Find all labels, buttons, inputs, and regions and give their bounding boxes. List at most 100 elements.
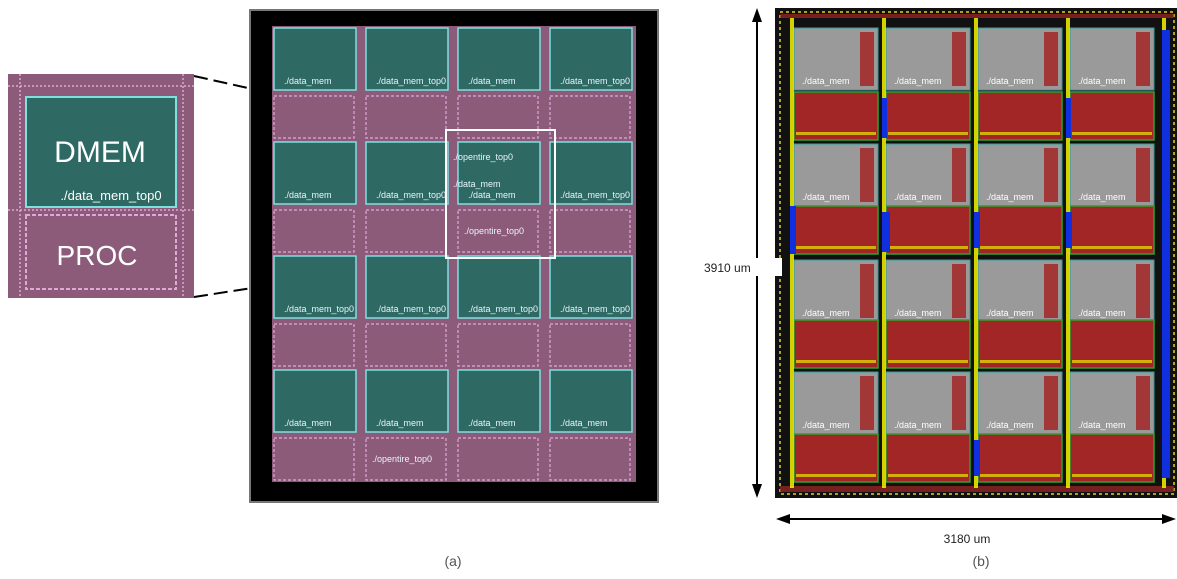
mem-block — [549, 141, 633, 205]
mem-block — [549, 27, 633, 91]
highlight-top-label: ./opentire_top0 — [453, 152, 513, 162]
proc-block — [457, 95, 539, 139]
mem-pin-strip — [860, 376, 874, 430]
gray-mem-label: ./data_mem — [1078, 308, 1126, 318]
mem-block — [457, 141, 541, 205]
routing-accent — [1066, 98, 1071, 138]
proc-block — [457, 437, 539, 481]
routing-accent — [882, 98, 887, 138]
routing-strip — [888, 474, 968, 477]
proc-block-label: ./opentire_top0 — [372, 454, 432, 464]
gray-mem-label: ./data_mem — [986, 308, 1034, 318]
zoom-proc-label: PROC — [57, 240, 138, 271]
routing-accent — [1162, 30, 1170, 478]
mem-block-label: ./data_mem — [284, 190, 332, 200]
power-strap — [974, 18, 978, 488]
routing-strip — [980, 474, 1060, 477]
mem-block-label: ./data_mem_top0 — [560, 76, 630, 86]
mem-block-label: ./data_mem_top0 — [560, 190, 630, 200]
routing-strip — [796, 474, 876, 477]
power-strap — [882, 18, 886, 488]
mem-pin-strip — [952, 32, 966, 86]
layout-a: ./data_mem./data_mem_top0./data_mem./dat… — [249, 9, 659, 569]
proc-block — [549, 323, 631, 367]
height-label: 3910 um — [704, 261, 751, 275]
proc-block — [549, 437, 631, 481]
proc-block — [273, 323, 355, 367]
caption-a: (a) — [444, 553, 461, 569]
gray-mem-label: ./data_mem — [986, 192, 1034, 202]
mem-pin-strip — [1136, 264, 1150, 318]
routing-strip — [1072, 360, 1152, 363]
gray-mem-label: ./data_mem — [802, 308, 850, 318]
power-strap — [1066, 18, 1070, 488]
mem-block-label: ./data_mem — [468, 190, 516, 200]
mem-block — [457, 369, 541, 433]
mem-pin-strip — [1136, 376, 1150, 430]
zoom-dmem-block — [25, 96, 177, 208]
proc-block — [273, 437, 355, 481]
zoom-inst-label: ./data_mem_top0 — [60, 188, 161, 203]
mem-block — [365, 141, 449, 205]
routing-strip — [888, 132, 968, 135]
mem-pin-strip — [1044, 376, 1058, 430]
mem-block — [365, 255, 449, 319]
proc-block-label: ./opentire_top0 — [464, 226, 524, 236]
proc-block — [549, 209, 631, 253]
mem-pin-strip — [1136, 32, 1150, 86]
proc-block — [365, 437, 447, 481]
mem-pin-strip — [860, 264, 874, 318]
width-dimension: 3180 um — [776, 514, 1176, 546]
proc-block — [457, 323, 539, 367]
mem-block — [273, 255, 357, 319]
mem-block-label: ./data_mem — [560, 418, 608, 428]
mem-block-label: ./data_mem_top0 — [468, 304, 538, 314]
mem-pin-strip — [952, 376, 966, 430]
proc-block — [457, 209, 539, 253]
routing-strip — [980, 360, 1060, 363]
proc-block — [549, 95, 631, 139]
mem-block — [549, 255, 633, 319]
layout-a-tiles: ./data_mem./data_mem_top0./data_mem./dat… — [273, 27, 633, 481]
mem-block — [457, 255, 541, 319]
routing-strip — [980, 132, 1060, 135]
routing-strip — [796, 132, 876, 135]
routing-accent — [882, 212, 890, 252]
mem-block-label: ./data_mem — [468, 76, 516, 86]
layout-b-top-rail — [780, 14, 1174, 18]
proc-block — [273, 95, 355, 139]
mem-block-label: ./data_mem_top0 — [284, 304, 354, 314]
mem-block — [273, 141, 357, 205]
height-dimension: 3910 um — [704, 8, 782, 498]
zoom-highlight-box — [445, 129, 556, 259]
gray-mem-label: ./data_mem — [894, 308, 942, 318]
routing-strip — [888, 360, 968, 363]
routing-strip — [796, 246, 876, 249]
proc-block — [365, 323, 447, 367]
mem-block-label: ./data_mem — [376, 418, 424, 428]
caption-b: (b) — [972, 553, 989, 569]
mem-block-label: ./data_mem — [284, 76, 332, 86]
routing-accent — [974, 440, 980, 476]
gray-mem-label: ./data_mem — [894, 192, 942, 202]
width-label: 3180 um — [944, 532, 991, 546]
routing-accent — [974, 212, 980, 248]
mem-pin-strip — [860, 32, 874, 86]
routing-strip — [980, 246, 1060, 249]
mem-block-label: ./data_mem_top0 — [376, 190, 446, 200]
gray-mem-label: ./data_mem — [986, 420, 1034, 430]
mem-pin-strip — [952, 148, 966, 202]
gray-mem-label: ./data_mem — [802, 192, 850, 202]
mem-block — [273, 369, 357, 433]
mem-pin-strip — [1044, 148, 1058, 202]
mem-pin-strip — [860, 148, 874, 202]
highlight-mem-label: ./data_mem — [453, 179, 501, 189]
gray-mem-label: ./data_mem — [802, 76, 850, 86]
zoom-inset: DMEM ./data_mem_top0 PROC — [8, 74, 194, 298]
layout-b-tiles: ./data_mem ./data_mem ./data_mem ./data_mem… — [790, 18, 1170, 488]
mem-pin-strip — [1044, 32, 1058, 86]
routing-accent — [1066, 212, 1072, 248]
mem-block-label: ./data_mem — [468, 418, 516, 428]
gray-mem-label: ./data_mem — [986, 76, 1034, 86]
